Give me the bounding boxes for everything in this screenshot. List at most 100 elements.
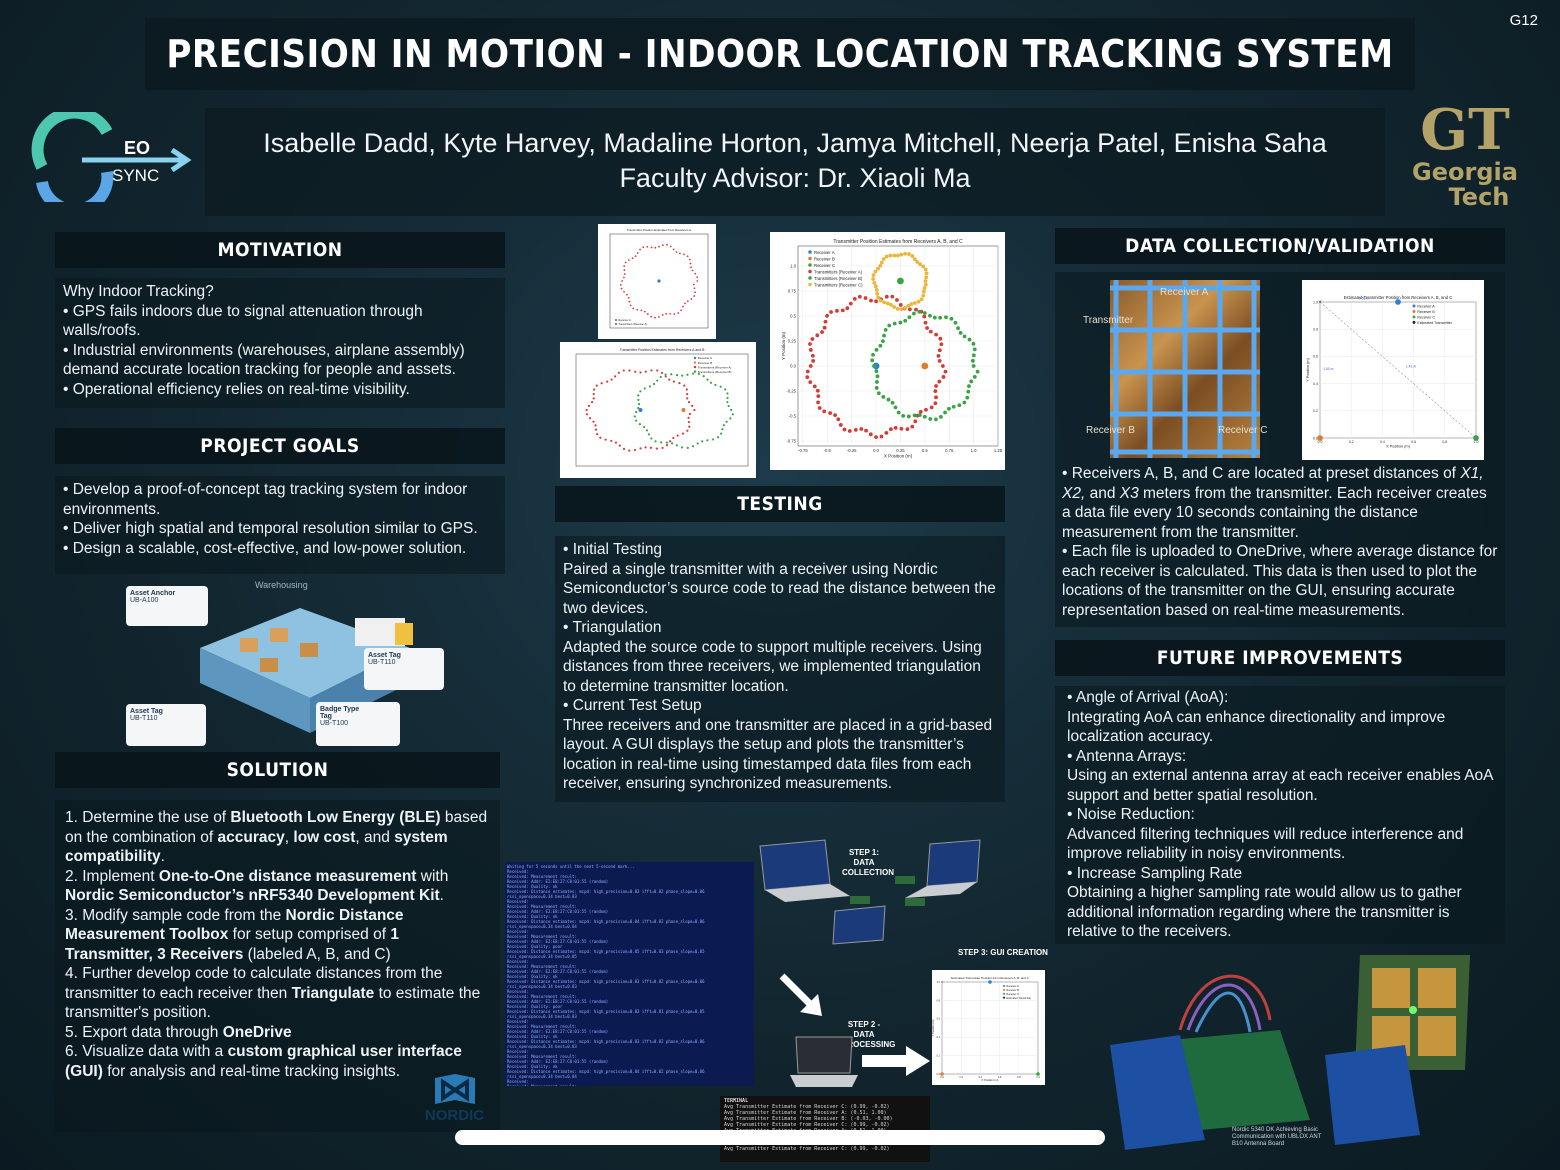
legend-swatch xyxy=(808,250,812,254)
log-line: Received: Measurement result: xyxy=(507,1054,577,1059)
data-point xyxy=(967,384,971,389)
motivation-bullet: • GPS fails indoors due to signal attenu… xyxy=(63,302,423,340)
chart-title: Estimated Transmitter Position from Rece… xyxy=(951,976,1030,980)
label-transmitter: Transmitter xyxy=(1083,315,1134,326)
data-point xyxy=(693,408,696,412)
data-point xyxy=(838,423,843,427)
badge-model: UB-T100 xyxy=(320,720,349,727)
eo-sync-logo: EO SYNC xyxy=(12,106,192,216)
data-point xyxy=(673,313,676,315)
x-tick-label: 0.4 xyxy=(979,1075,983,1079)
data-point xyxy=(665,441,669,444)
terminal-line: Avg Transmitter Estimate from Receiver A… xyxy=(724,1110,887,1116)
chart-gui-estimate: Estimated Transmitter Position from Rece… xyxy=(1302,280,1484,460)
data-point xyxy=(889,302,893,307)
data-point xyxy=(643,310,646,313)
data-collection-paragraph-run: X3 xyxy=(1119,484,1139,502)
terminal-line: Avg Transmitter Estimate from Receiver C… xyxy=(724,1104,890,1110)
data-point xyxy=(951,404,956,409)
terminal-line: Avg Transmitter Estimate from Receiver C… xyxy=(724,1122,890,1128)
data-point xyxy=(726,396,729,400)
data-point xyxy=(730,408,733,412)
authors-bar: Isabelle Dadd, Kyte Harvey, Madaline Hor… xyxy=(205,108,1385,216)
y-axis-label: Y Position (m) xyxy=(781,331,786,360)
data-point xyxy=(587,404,591,407)
label-receiver-b: Receiver B xyxy=(1086,425,1135,436)
chart-title: Estimated Transmitter Position from Rece… xyxy=(1344,295,1452,300)
future-panel: • Angle of Arrival (AoA): Integrating Ao… xyxy=(1055,686,1505,944)
data-point xyxy=(909,302,914,306)
solution-item-run: 5. Export data through xyxy=(65,1023,223,1041)
data-point xyxy=(665,444,669,447)
data-point xyxy=(625,293,628,296)
data-point xyxy=(665,312,668,315)
legend-swatch xyxy=(614,318,618,322)
data-point xyxy=(883,327,888,332)
future-line: • Angle of Arrival (AoA): xyxy=(1067,689,1229,706)
data-point xyxy=(906,414,911,419)
data-point xyxy=(847,429,852,433)
asset-tag-card-1: Asset Tag UB-T110 xyxy=(364,648,444,690)
data-point xyxy=(910,424,915,429)
solution-item-run: for setup comprised of xyxy=(228,926,391,943)
data-point xyxy=(686,429,689,432)
data-point xyxy=(610,378,613,381)
data-point xyxy=(932,315,937,320)
data-point xyxy=(658,315,660,318)
legend-label: Transmitters (Receiver A) xyxy=(698,365,732,369)
legend-swatch xyxy=(693,361,697,364)
data-point xyxy=(664,375,667,378)
data-point xyxy=(672,248,675,251)
solution-item-run: 6. Visualize data with a xyxy=(65,1043,228,1060)
data-point xyxy=(895,298,899,302)
log-line: Received: Addr: E2:E8:27:C8:01:55 (rando… xyxy=(507,909,609,914)
data-point xyxy=(637,403,641,406)
chart-gui-small: Estimated Transmitter Position from Rece… xyxy=(932,970,1045,1085)
data-point xyxy=(924,407,928,412)
data-point xyxy=(836,417,841,422)
data-point xyxy=(661,314,664,316)
data-point xyxy=(905,427,910,432)
data-point xyxy=(688,258,691,261)
data-point xyxy=(934,384,938,388)
data-collection-panel: • Receivers A, B, and C are located at p… xyxy=(1055,462,1505,627)
data-collection-paragraph-run: meters from the transmitter. Each receiv… xyxy=(1062,484,1487,541)
log-line: Received: Addr: E2:E8:27:C8:01:55 (rando… xyxy=(507,939,609,944)
testing-line: • Triangulation xyxy=(563,619,662,636)
data-point xyxy=(835,308,839,313)
x-tick-label: 0.8 xyxy=(1017,1075,1021,1079)
data-point xyxy=(859,427,864,431)
data-point xyxy=(918,262,922,267)
data-point xyxy=(684,302,686,305)
data-point xyxy=(702,375,705,378)
legend-label: Receiver A xyxy=(814,250,835,255)
x-tick-label: 1.0 xyxy=(971,448,978,453)
data-point xyxy=(676,434,679,437)
data-point xyxy=(966,389,971,394)
data-point xyxy=(808,348,813,352)
data-point xyxy=(884,431,889,435)
log-line: Received: Distance estimates: mcpd: high… xyxy=(507,979,705,989)
data-point xyxy=(719,385,722,388)
motivation-bullet: • Industrial environments (warehouses, a… xyxy=(63,341,465,379)
data-point xyxy=(933,389,938,394)
x-tick-label: 1.0 xyxy=(1036,1075,1040,1079)
y-axis-label: Y Position (m) xyxy=(932,1019,935,1036)
data-point xyxy=(934,395,938,400)
solution-item-run: custom graphical user interface (GUI) xyxy=(65,1043,462,1080)
nordic-logo: NORDIC xyxy=(412,1072,497,1132)
data-point xyxy=(610,439,613,442)
data-point xyxy=(919,297,924,302)
log-line: Received: Measurement result: xyxy=(507,1084,752,1086)
data-point xyxy=(659,375,662,379)
poster-title: PRECISION IN MOTION - INDOOR LOCATION TR… xyxy=(166,32,1394,76)
data-point xyxy=(811,359,816,363)
scroll-indicator[interactable] xyxy=(455,1130,1105,1145)
data-point xyxy=(623,290,625,293)
data-collection-heading: DATA COLLECTION/VALIDATION xyxy=(1055,228,1505,264)
receiver-point xyxy=(921,362,929,370)
data-point xyxy=(686,392,689,396)
data-point xyxy=(724,388,727,391)
data-point xyxy=(884,294,889,299)
solution-item-run: Triangulate xyxy=(291,984,375,1002)
